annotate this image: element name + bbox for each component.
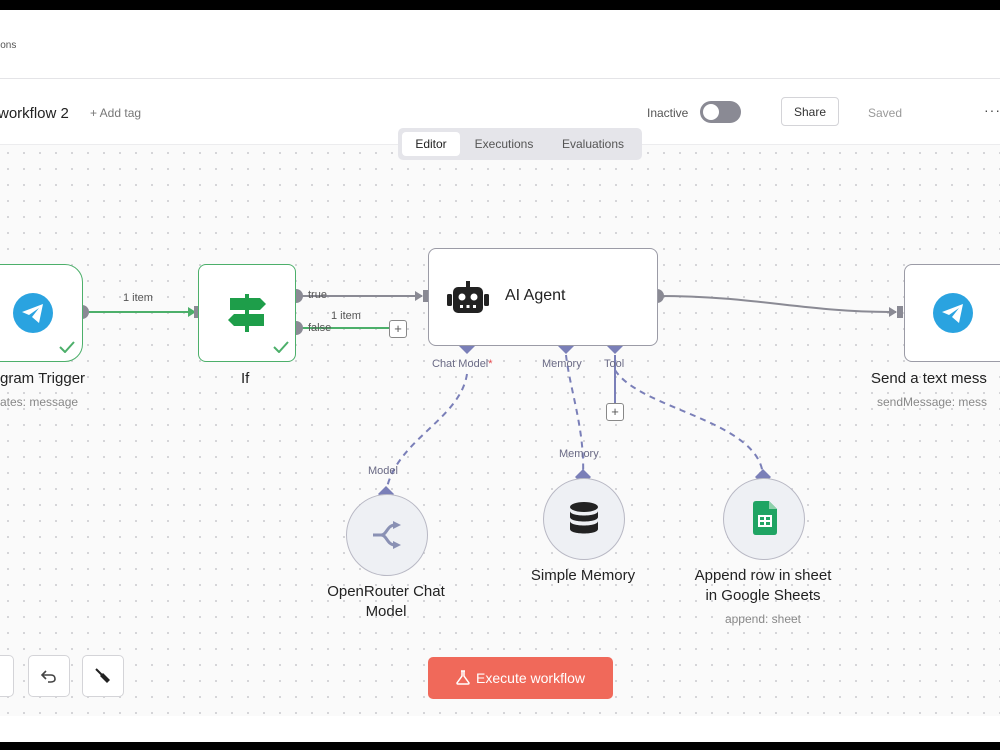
- tool-port-label: Tool: [604, 358, 625, 370]
- broom-icon: [95, 668, 110, 683]
- undo-button[interactable]: [28, 655, 70, 697]
- arrow-agent-send: [889, 307, 897, 317]
- google-sheets-title-line2: in Google Sheets: [705, 587, 821, 604]
- zoom-fit-button[interactable]: [0, 655, 14, 697]
- model-input-label: Model: [368, 465, 398, 477]
- openrouter-title-line1: OpenRouter Chat: [327, 583, 445, 600]
- simple-memory-title: Simple Memory: [530, 567, 636, 584]
- telegram-trigger-title: gram Trigger: [0, 370, 86, 387]
- signpost-icon: [228, 294, 266, 332]
- workflow-canvas[interactable]: [0, 144, 1000, 716]
- undo-icon: [41, 670, 56, 683]
- chat-model-label: Chat Model: [432, 358, 489, 370]
- ai-agent-title: AI Agent: [505, 287, 566, 304]
- view-tabs: Editor Executions Evaluations: [398, 128, 642, 160]
- simple-memory-node[interactable]: [543, 478, 625, 560]
- if-false-label: false: [308, 322, 332, 334]
- openrouter-node[interactable]: [346, 494, 428, 576]
- edge-memory[interactable]: [565, 354, 585, 477]
- send-message-subtitle: sendMessage: mess: [877, 395, 988, 409]
- telegram-icon: [933, 293, 973, 333]
- arrow-trigger-if: [188, 307, 196, 317]
- active-toggle[interactable]: [700, 101, 741, 123]
- edge-agent-send[interactable]: [656, 295, 897, 313]
- agent-input-port: [423, 290, 429, 302]
- check-icon: [59, 341, 75, 353]
- add-tool-button[interactable]: +: [606, 403, 624, 421]
- tab-editor[interactable]: Editor: [402, 132, 460, 156]
- send-input-port: [897, 306, 903, 318]
- check-icon: [273, 341, 289, 353]
- app-screen: ions workflow 2 + Add tag Inactive Share…: [0, 10, 1000, 742]
- robot-icon: [447, 281, 489, 313]
- add-tag-button[interactable]: + Add tag: [90, 106, 142, 120]
- toggle-knob: [703, 104, 719, 120]
- ai-agent-node[interactable]: AI Agent: [428, 248, 658, 346]
- database-icon: [570, 502, 598, 534]
- google-sheets-icon: [753, 501, 777, 535]
- google-sheets-subtitle: append: sheet: [724, 612, 802, 626]
- google-sheets-node[interactable]: [723, 478, 805, 560]
- google-sheets-title-line1: Append row in sheet: [694, 567, 832, 584]
- more-options-icon[interactable]: ···: [984, 102, 1000, 118]
- status-label: Inactive: [647, 106, 689, 120]
- if-input-port: [194, 306, 200, 318]
- connections-layer: [75, 289, 1000, 502]
- openrouter-title-line2: Model: [365, 603, 407, 620]
- openrouter-icon: [373, 521, 401, 549]
- share-button[interactable]: Share: [781, 97, 839, 126]
- add-node-false-button[interactable]: +: [389, 320, 407, 338]
- memory-port-label: Memory: [542, 358, 582, 370]
- top-bar: ions: [0, 10, 1000, 79]
- tab-evaluations[interactable]: Evaluations: [561, 137, 625, 151]
- saved-indicator: Saved: [868, 106, 903, 120]
- required-mark: *: [488, 358, 493, 370]
- arrow-if-agent: [415, 291, 423, 301]
- tab-executions[interactable]: Executions: [474, 137, 534, 151]
- tidy-up-button[interactable]: [82, 655, 124, 697]
- memory-input-label: Memory: [559, 448, 599, 460]
- telegram-trigger-node[interactable]: [0, 264, 83, 362]
- flask-icon: [456, 670, 470, 685]
- edge-tool-sheets[interactable]: [614, 369, 764, 477]
- if-title: If: [241, 370, 250, 387]
- telegram-trigger-subtitle: ates: message: [0, 395, 79, 409]
- send-message-title: Send a text mess: [871, 370, 987, 387]
- chat-model-port-label: Chat Model*: [432, 358, 493, 370]
- breadcrumb[interactable]: ions: [0, 40, 17, 51]
- execute-workflow-label: Execute workflow: [476, 670, 585, 686]
- if-node[interactable]: [198, 264, 296, 362]
- edge-chat-model[interactable]: [385, 373, 468, 493]
- execute-workflow-button[interactable]: Execute workflow: [428, 657, 613, 699]
- telegram-icon: [13, 293, 53, 333]
- edge-trigger-if-count: 1 item: [123, 292, 153, 304]
- if-false-count: 1 item: [331, 310, 361, 322]
- if-true-label: true: [308, 289, 327, 301]
- send-message-node[interactable]: [904, 264, 1000, 362]
- workflow-name[interactable]: workflow 2: [0, 105, 69, 122]
